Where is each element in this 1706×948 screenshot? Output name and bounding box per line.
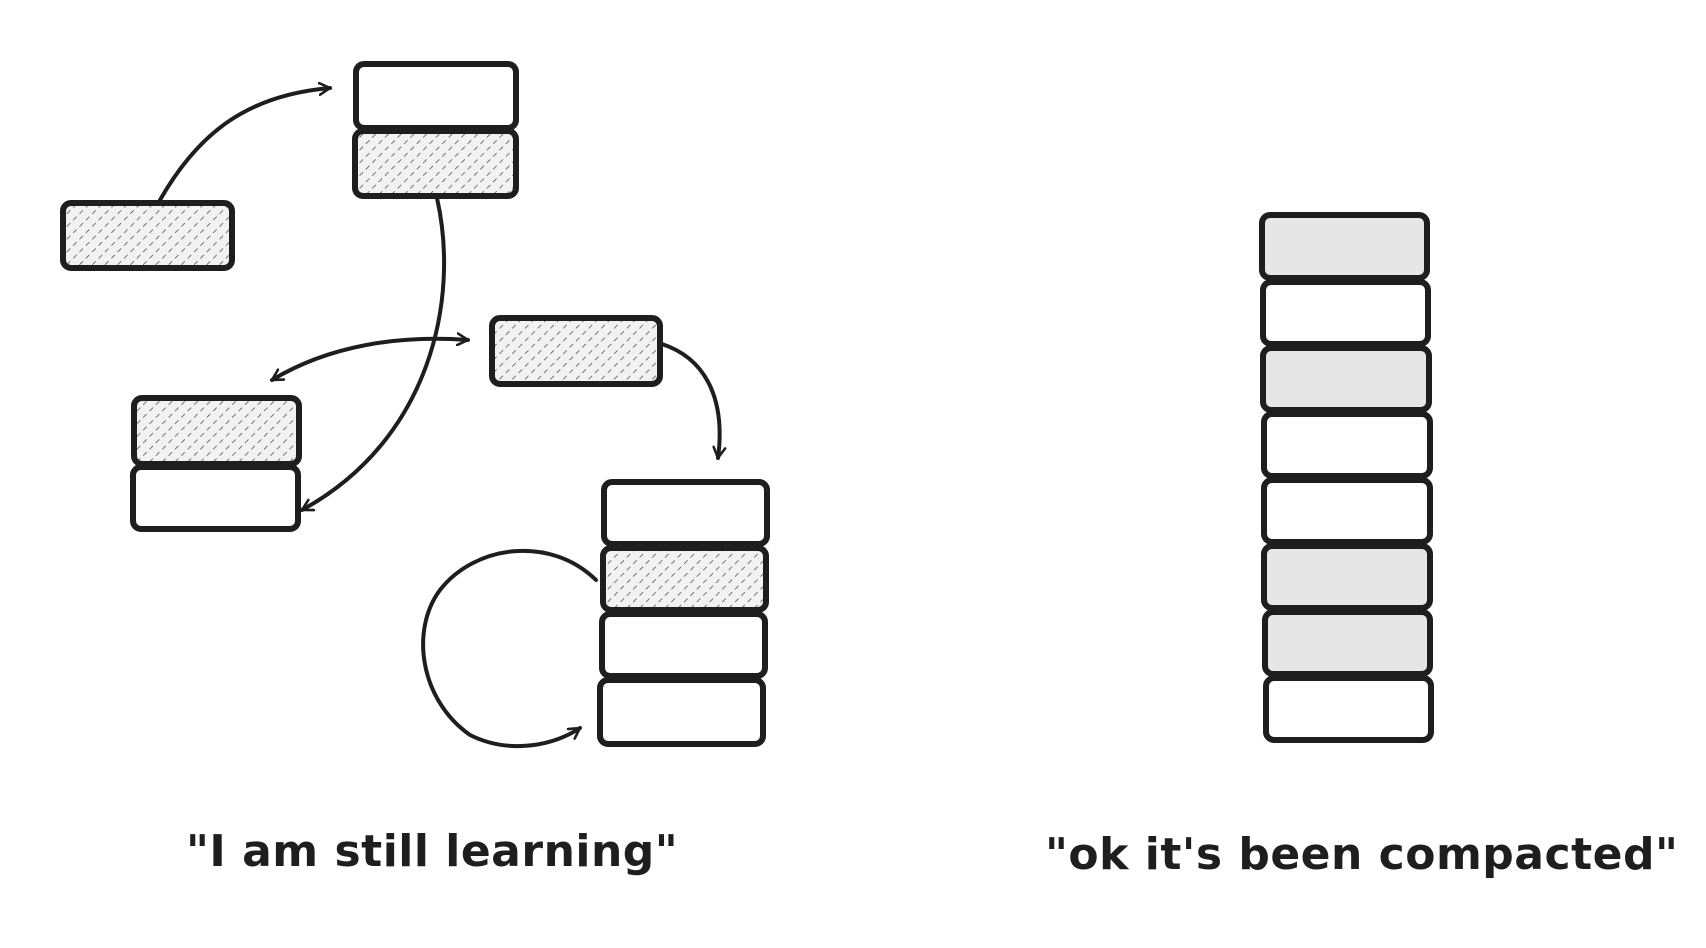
block-bottom-stack-1 bbox=[601, 479, 770, 547]
block-compact-7 bbox=[1262, 609, 1433, 677]
block-compact-2 bbox=[1260, 279, 1431, 347]
block-bottom-stack-3 bbox=[599, 611, 768, 679]
arrow-single-left-to-top-stack bbox=[158, 88, 332, 202]
block-compact-3 bbox=[1260, 345, 1432, 413]
block-mid-stack-lower bbox=[130, 464, 301, 532]
block-bottom-stack-4 bbox=[597, 677, 766, 747]
arrow-single-center-to-bottom-stack bbox=[660, 342, 720, 460]
arrow-top-stack-to-mid-stack bbox=[300, 196, 447, 512]
left-arrows bbox=[158, 88, 720, 749]
block-compact-8 bbox=[1263, 675, 1434, 743]
block-compact-1 bbox=[1259, 212, 1430, 281]
right-blocks bbox=[1259, 212, 1434, 743]
arrow-bottom-stack-loop bbox=[421, 548, 598, 749]
block-compact-6 bbox=[1261, 543, 1433, 611]
left-blocks bbox=[60, 61, 770, 747]
caption-left: "I am still learning" bbox=[186, 826, 679, 877]
caption-right: "ok it's been compacted" bbox=[1045, 829, 1679, 880]
block-mid-stack-upper bbox=[131, 395, 302, 467]
block-top-stack-upper bbox=[353, 61, 519, 131]
block-single-center bbox=[489, 315, 663, 387]
block-top-stack-lower bbox=[352, 128, 519, 199]
block-bottom-stack-2 bbox=[600, 545, 769, 613]
block-compact-5 bbox=[1261, 477, 1433, 545]
block-compact-4 bbox=[1261, 411, 1433, 479]
arrow-mid-stack-to-single-center bbox=[270, 339, 470, 382]
block-single-left bbox=[60, 200, 235, 271]
